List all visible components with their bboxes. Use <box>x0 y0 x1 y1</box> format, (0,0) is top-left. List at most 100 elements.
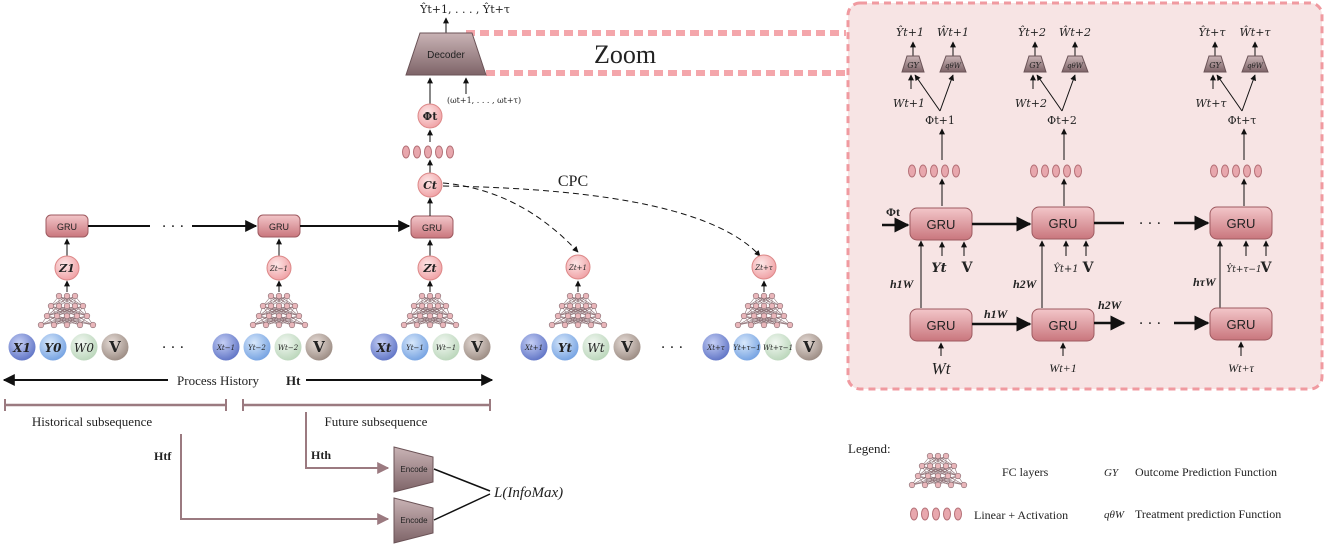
linear-activation-unit <box>1030 164 1038 178</box>
svg-text:Wt+τ: Wt+τ <box>1228 361 1254 375</box>
latent-z-tau: Zt+τ <box>751 254 777 280</box>
input-node <box>701 332 731 362</box>
input-node <box>519 332 549 362</box>
hf-label: Htf <box>154 449 172 463</box>
linear-activation-unit <box>1074 164 1082 178</box>
input-node-label: V <box>312 338 325 356</box>
fc-layer-4 <box>734 292 794 329</box>
legend-q-desc: Treatment prediction Function <box>1135 507 1281 521</box>
input-node <box>612 332 642 362</box>
gy-label: GY <box>1029 61 1041 70</box>
q-label: qθW <box>945 62 962 70</box>
c-node <box>417 172 443 198</box>
h2-vertical-label: h2W <box>1013 277 1038 291</box>
future-label: Future subsequence <box>325 414 428 429</box>
zoom-top-inputs-2: Ŷt+1 V <box>1053 240 1095 276</box>
input-node-label: Wt−2 <box>278 344 299 352</box>
input-node <box>763 332 793 362</box>
input-node-label: X1 <box>12 341 31 355</box>
input-node <box>794 332 824 362</box>
input-node <box>242 332 272 362</box>
svg-text:V: V <box>1260 260 1273 276</box>
cpc-label: CPC <box>558 173 588 190</box>
input-node <box>38 332 68 362</box>
h1-vertical-label: h1W <box>890 277 915 291</box>
svg-text:Wt: Wt <box>932 359 952 378</box>
h1-mid-label: h1W <box>984 307 1009 321</box>
zoom-top-inputs-1: Yt V <box>931 241 974 276</box>
input-node-label: Y0 <box>45 341 63 355</box>
svg-text:Zt−1: Zt−1 <box>269 265 288 273</box>
svg-text:GRU: GRU <box>57 222 77 232</box>
input-node <box>304 332 334 362</box>
gy-label: GY <box>1209 61 1221 70</box>
svg-text:Yt: Yt <box>931 261 946 276</box>
gru-ellipsis: · · · <box>162 219 184 235</box>
input-node-label: Wt+τ−1 <box>763 344 793 352</box>
input-node-label: Xt <box>376 341 392 355</box>
linear-activation-unit <box>1052 164 1060 178</box>
input-node-label: Wt <box>587 341 604 355</box>
input-node <box>273 332 303 362</box>
input-node-label: V <box>470 338 483 356</box>
legend-fc-icon <box>908 452 968 489</box>
linear-activation-top <box>402 145 454 159</box>
zoom-top-inputs-3: Ŷt+τ−1 V <box>1226 240 1273 276</box>
input-node-label: Xt−1 <box>216 344 235 352</box>
input-node <box>581 332 611 362</box>
linear-activation-unit <box>919 164 927 178</box>
fc-layers <box>37 280 794 329</box>
gy-block <box>1023 55 1047 73</box>
svg-text:Zt+τ: Zt+τ <box>754 264 773 272</box>
zoom-bottom-input-2: Wt+1 <box>1049 342 1077 375</box>
omega-label: (ωt+1, . . . , ωt+τ) <box>447 96 521 105</box>
phi-label: Φt <box>423 110 439 123</box>
svg-text:GRU: GRU <box>422 223 442 233</box>
input-node <box>431 332 461 362</box>
zoom-phi-in: Φt <box>886 205 900 219</box>
gru-block-3: GRU <box>410 215 454 239</box>
w-hat-label: Ŵt+2 <box>1059 25 1091 39</box>
input-node <box>732 332 762 362</box>
y-hat-label: Ŷt+2 <box>1018 25 1046 39</box>
phi-out-label: Φt+2 <box>1047 114 1077 127</box>
legend-la-label: Linear + Activation <box>974 508 1068 522</box>
linear-activation-unit <box>930 164 938 178</box>
process-history-symbol: Ht <box>286 373 301 388</box>
zoom-gru-bottom-3: GRU <box>1209 307 1273 341</box>
input-node <box>369 332 399 362</box>
linear-activation-unit <box>941 164 949 178</box>
phi-node <box>417 103 443 129</box>
linear-activation-unit <box>1063 164 1071 178</box>
input-node-label: Yt+τ−1 <box>733 344 761 352</box>
zoom-gru-top-1: GRU <box>909 207 973 241</box>
input-node-label: Yt <box>558 341 573 355</box>
latent-z-t: Zt <box>417 239 443 281</box>
latent-z-prev: Zt−1 <box>266 238 292 281</box>
encoder-2: Encode <box>393 497 434 544</box>
w-hat-label: Ŵt+τ <box>1239 25 1271 39</box>
svg-text:Encode: Encode <box>400 516 428 525</box>
q-block <box>1241 55 1269 73</box>
linear-activation-unit <box>1210 164 1218 178</box>
input-node-label: V <box>620 338 633 356</box>
svg-text:Wt+1: Wt+1 <box>1049 361 1076 375</box>
input-node-label: W0 <box>74 341 94 355</box>
historical-bracket <box>4 399 227 411</box>
latent-z-next: Zt+1 <box>565 254 591 280</box>
svg-text:Zt+1: Zt+1 <box>568 264 587 272</box>
hh-label: Hth <box>311 448 331 462</box>
zoom-gru-top-ellipsis: · · · <box>1139 216 1161 232</box>
svg-text:GRU: GRU <box>1227 216 1256 231</box>
linear-activation-unit <box>1041 164 1049 178</box>
zoom-gru-bottom-2: GRU <box>1031 308 1095 342</box>
fc-layer-0 <box>37 292 97 329</box>
gy-block <box>901 55 925 73</box>
cpc-arrow-1 <box>442 182 579 253</box>
legend-fc-shape <box>908 452 968 489</box>
input-node <box>462 332 492 362</box>
